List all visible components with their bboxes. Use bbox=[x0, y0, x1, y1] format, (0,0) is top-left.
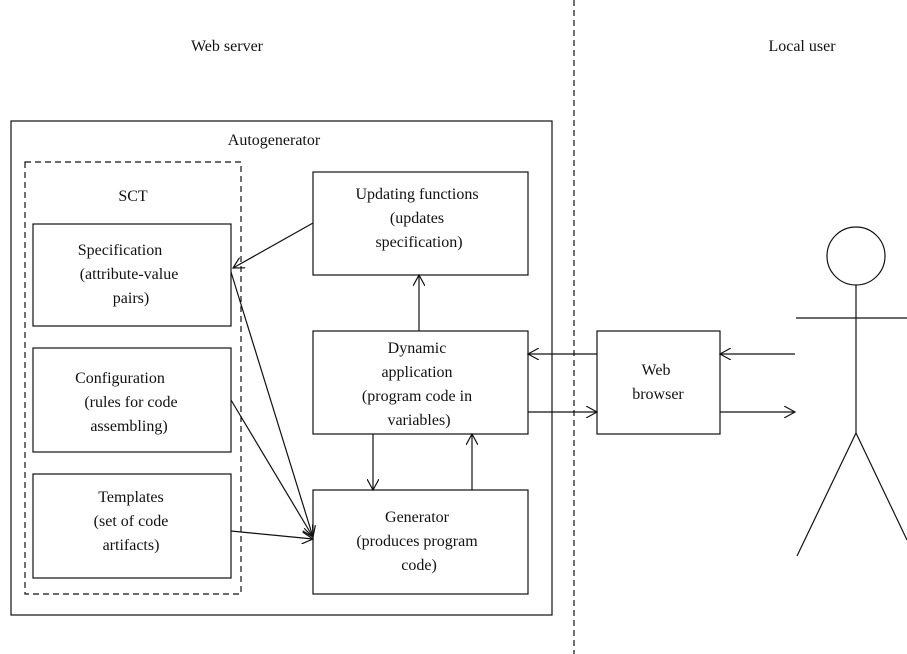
specification-label: Specification (attribute-value pairs) bbox=[78, 242, 183, 307]
user-left-leg bbox=[796, 432, 857, 557]
local-user-label: Local user bbox=[768, 38, 836, 55]
user-head bbox=[826, 226, 886, 286]
user-figure-icon bbox=[796, 226, 907, 557]
templates-box bbox=[32, 473, 232, 579]
templates-label: Templates (set of code artifacts) bbox=[94, 489, 173, 554]
update-to-specification-arrow bbox=[233, 222, 314, 268]
web-server-label: Web server bbox=[191, 38, 264, 55]
generator-box bbox=[312, 489, 529, 595]
web-browser-box bbox=[596, 330, 721, 435]
configuration-to-generator-arrow bbox=[230, 399, 313, 537]
updating-functions-label: Updating functions (updates specificatio… bbox=[355, 186, 482, 251]
sct-group bbox=[24, 161, 242, 595]
specification-to-generator-arrow bbox=[230, 271, 313, 537]
updating-functions-box bbox=[312, 171, 529, 276]
autogenerator-title: Autogenerator bbox=[228, 132, 321, 149]
configuration-label: Configuration (rules for code assembling… bbox=[75, 370, 182, 435]
web-browser-label: Web browser bbox=[632, 362, 684, 403]
templates-to-generator-arrow bbox=[230, 530, 313, 539]
specification-box bbox=[32, 223, 232, 327]
generator-label: Generator (produces program code) bbox=[356, 509, 481, 574]
dynamic-application-label: Dynamic application (program code in var… bbox=[362, 340, 476, 429]
user-right-leg bbox=[855, 432, 907, 541]
sct-title: SCT bbox=[118, 188, 148, 205]
configuration-box bbox=[32, 347, 232, 453]
dynamic-application-box bbox=[312, 330, 529, 435]
